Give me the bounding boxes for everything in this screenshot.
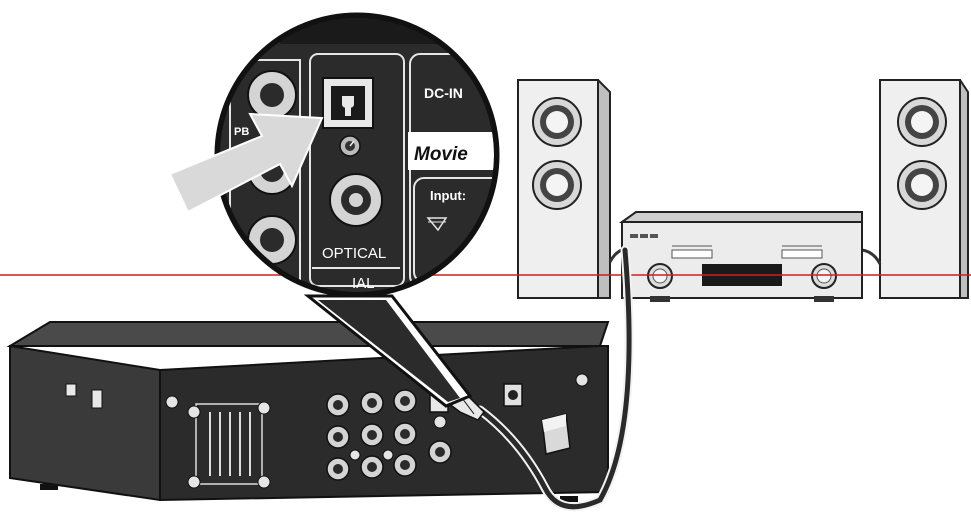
ground-screw-icon (339, 135, 361, 157)
right-speaker-woofer (897, 160, 947, 210)
label-input: Input: (430, 188, 466, 203)
zoom-rca-left (229, 59, 301, 292)
source-device (6, 321, 610, 502)
side-port-1 (65, 383, 77, 397)
label-movie: Movie (414, 144, 468, 165)
receiver-right-knob (811, 263, 837, 289)
right-speaker-tweeter (897, 97, 947, 147)
power-switch (541, 413, 571, 455)
receiver-left-knob (647, 263, 673, 289)
left-speaker-woofer (532, 160, 582, 210)
coaxial-jack (329, 173, 383, 227)
input-symbol-icon (426, 217, 448, 232)
right-speaker (879, 79, 969, 299)
left-speaker (517, 79, 611, 299)
side-port-2 (91, 389, 103, 409)
stereo-receiver (618, 211, 863, 302)
rca-jack-grid (326, 389, 452, 481)
label-pb: PB (234, 126, 249, 138)
label-coaxial: IAL (352, 275, 375, 292)
label-dc-in: DC-IN (424, 85, 463, 101)
label-optical: OPTICAL (322, 245, 386, 262)
zoom-optical-section: OPTICAL (309, 53, 405, 287)
magnifier-lens: PB OPTICAL (214, 12, 500, 298)
heatsink-vent (195, 403, 263, 485)
pointer-arrow-icon (168, 112, 324, 214)
speaker-wire-right (861, 248, 882, 265)
left-speaker-tweeter (532, 97, 582, 147)
screw-icon (165, 373, 589, 489)
